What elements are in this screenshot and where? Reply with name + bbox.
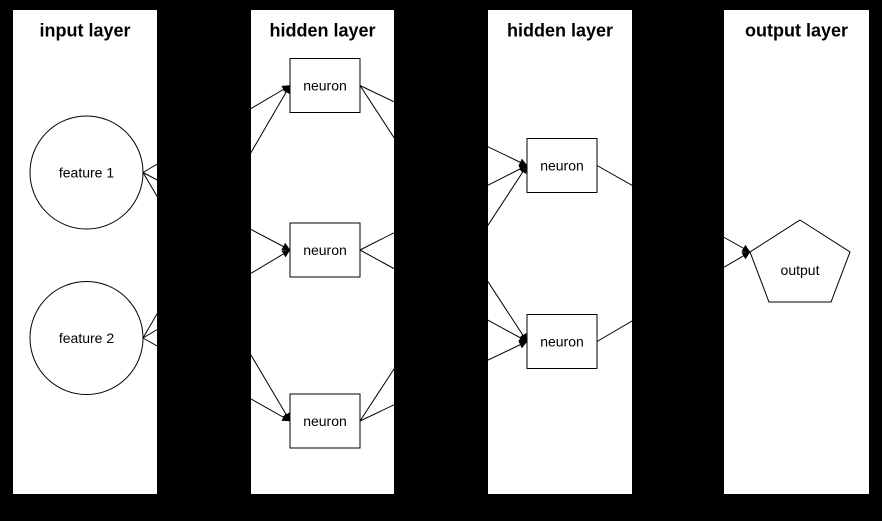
node-h2-neuron-1-label: neuron bbox=[540, 157, 584, 173]
edge-feature2-h1n3 bbox=[142, 337, 291, 422]
node-h1-neuron-3-label: neuron bbox=[303, 413, 347, 429]
input-layer-title: input layer bbox=[39, 20, 130, 40]
edge-feature1-h1n1 bbox=[142, 85, 291, 173]
node-h2-neuron-2-label: neuron bbox=[540, 333, 584, 349]
edge-h1n1-h2n1 bbox=[359, 85, 528, 166]
edge-feature2-h1n1 bbox=[142, 85, 291, 339]
hidden-layer-1-title: hidden layer bbox=[269, 20, 375, 40]
edge-h2n1-output bbox=[596, 165, 751, 253]
edge-h1n2-h2n1 bbox=[359, 165, 528, 251]
node-output bbox=[749, 219, 851, 303]
node-feature-2 bbox=[29, 281, 144, 395]
edge-h1n1-h2n2 bbox=[359, 85, 528, 342]
edge-h1n2-h2n2 bbox=[359, 249, 528, 342]
node-output-label: output bbox=[781, 262, 820, 278]
node-h1-neuron-2-label: neuron bbox=[303, 242, 347, 258]
node-h1-neuron-1 bbox=[289, 58, 361, 113]
panel-hidden-layer-2 bbox=[488, 10, 632, 494]
node-feature-2-label: feature 2 bbox=[59, 330, 114, 346]
node-feature-1-label: feature 1 bbox=[59, 164, 114, 180]
output-layer-title: output layer bbox=[745, 20, 848, 40]
edge-h1n3-h2n1 bbox=[359, 165, 528, 422]
edge-h2n2-output bbox=[596, 251, 751, 342]
edge-feature1-h1n3 bbox=[142, 172, 291, 422]
node-h2-neuron-1 bbox=[526, 138, 598, 193]
panel-input-layer bbox=[13, 10, 157, 494]
node-h1-neuron-2 bbox=[289, 222, 361, 278]
node-feature-1 bbox=[29, 115, 144, 230]
node-h1-neuron-3 bbox=[289, 393, 361, 449]
edge-h1n3-h2n2 bbox=[359, 341, 528, 422]
edge-feature2-h1n2 bbox=[142, 249, 291, 339]
node-h1-neuron-1-label: neuron bbox=[303, 77, 347, 93]
node-h2-neuron-2 bbox=[526, 314, 598, 369]
hidden-layer-2-title: hidden layer bbox=[507, 20, 613, 40]
